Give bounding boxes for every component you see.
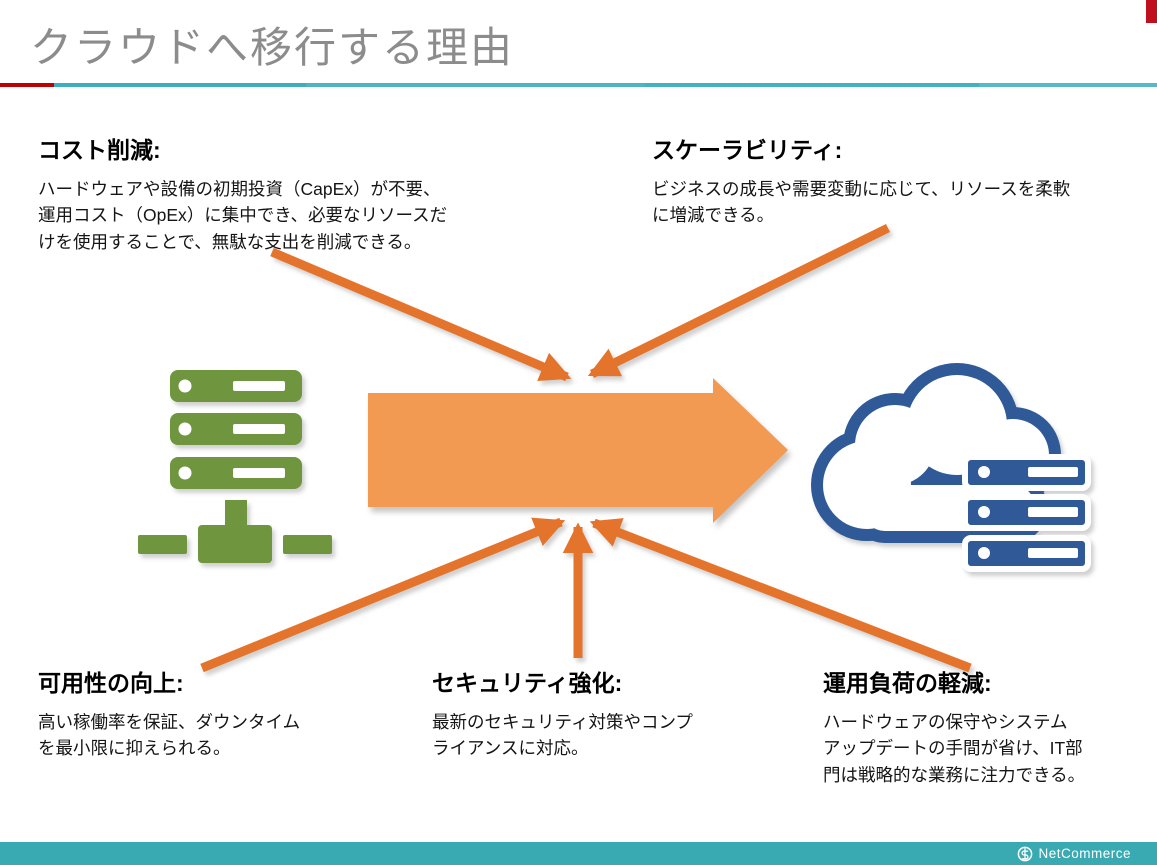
benefit-block-security: セキュリティ強化: 最新のセキュリティ対策やコンプ ライアンスに対応。 (432, 664, 802, 762)
benefit-block-cost: コスト削減: ハードウェアや設備の初期投資（CapEx）が不要、 運用コスト（O… (38, 131, 598, 255)
underline-teal-segment (979, 83, 1157, 87)
footer-red-accent (1146, 0, 1157, 23)
benefit-body: 高い稼働率を保証、ダウンタイム を最小限に抑えられる。 (38, 712, 301, 759)
brand-lockup: NetCommerce (1017, 842, 1131, 865)
hub-right-node (283, 535, 332, 554)
underline-teal-segment (645, 83, 979, 87)
availability-arrow (200, 517, 566, 673)
server-led-and-vent-details (178, 379, 285, 480)
cloud-server-rack (962, 454, 1091, 572)
benefit-heading: コスト削減: (38, 137, 161, 163)
benefit-heading: セキュリティ強化: (432, 670, 623, 696)
benefit-heading: スケーラビリティ: (652, 137, 843, 163)
server-led-and-vent-details (978, 466, 1078, 559)
benefit-block-availability: 可用性の向上: 高い稼働率を保証、ダウンタイム を最小限に抑えられる。 (38, 664, 408, 762)
benefit-body: ハードウェアや設備の初期投資（CapEx）が不要、 運用コスト（OpEx）に集中… (38, 179, 448, 252)
underline-red-segment (0, 83, 54, 87)
scalability-arrow (587, 223, 890, 379)
operations-arrow (589, 518, 972, 673)
footer-divider-gap (1142, 0, 1146, 23)
benefit-pointer-arrows (200, 223, 972, 673)
benefit-heading: 可用性の向上: (38, 670, 184, 696)
benefit-heading: 運用負荷の軽減: (823, 670, 992, 696)
cost-arrow (270, 247, 572, 382)
netcommerce-logo-icon (1018, 846, 1033, 861)
migration-arrow (368, 378, 788, 523)
brand-name: NetCommerce (1038, 846, 1131, 861)
benefit-block-scalability: スケーラビリティ: ビジネスの成長や需要変動に応じて、リソースを柔軟 に増減でき… (652, 131, 1157, 229)
underline-teal-segment (306, 83, 645, 87)
hub-box (198, 525, 272, 563)
hub-stem (225, 500, 247, 532)
benefit-body: ビジネスの成長や需要変動に応じて、リソースを柔軟 に増減できる。 (652, 179, 1071, 226)
benefit-block-operations: 運用負荷の軽減: ハードウェアの保守やシステム アップデートの手間が省け、IT部… (823, 664, 1157, 788)
underline-teal-segment (54, 83, 306, 87)
page-title: クラウドへ移行する理由 (30, 24, 515, 71)
hub-left-node (138, 535, 187, 554)
footer-bar: NetCommerce (0, 842, 1157, 865)
benefit-body: ハードウェアの保守やシステム アップデートの手間が省け、IT部 門は戦略的な業務… (823, 712, 1086, 785)
benefit-body: 最新のセキュリティ対策やコンプ ライアンスに対応。 (432, 712, 693, 759)
title-underline (0, 83, 1157, 87)
